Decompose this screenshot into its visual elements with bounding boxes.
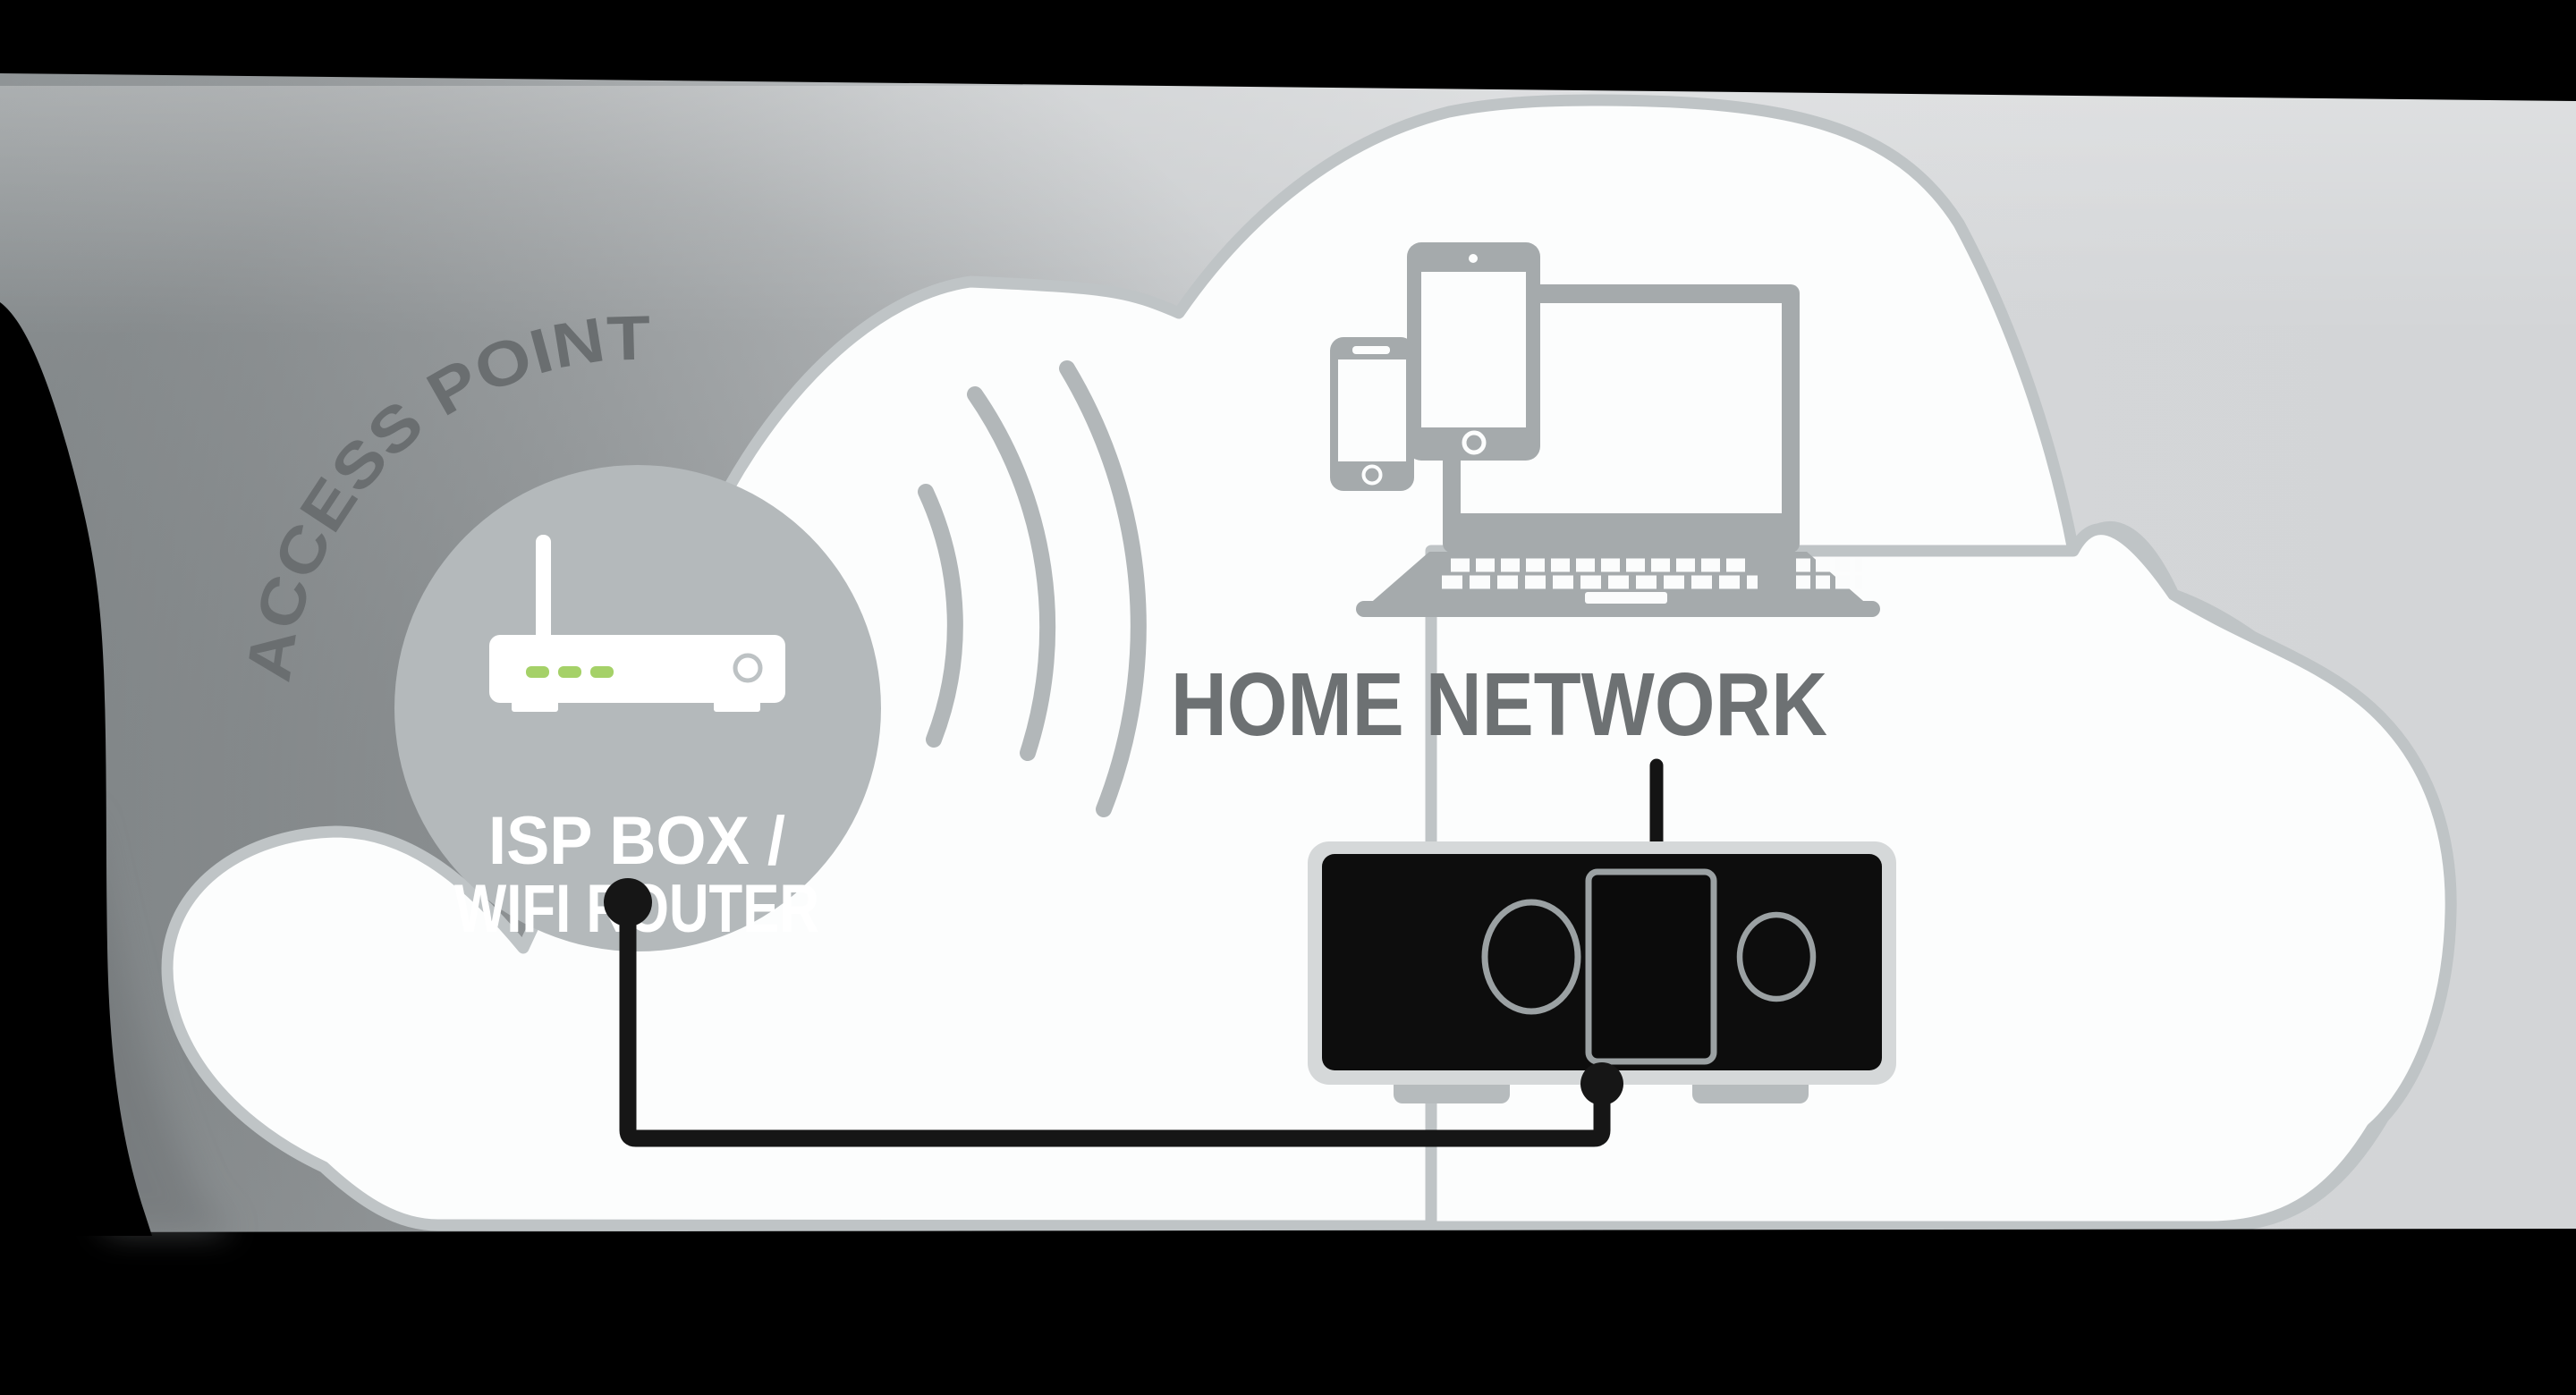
client-devices <box>1330 242 1880 617</box>
audio-receiver-icon <box>1308 758 1896 1103</box>
phone-speaker <box>1352 346 1390 354</box>
tablet-home-button <box>1462 430 1487 455</box>
access-point-circle <box>394 465 881 951</box>
router-antenna <box>536 535 551 647</box>
router-led-3 <box>590 666 614 678</box>
phone-home-button <box>1361 464 1383 486</box>
top-black-band <box>0 0 2576 101</box>
tablet-icon <box>1407 242 1540 461</box>
router-caption-line1: ISP BOX / <box>488 803 785 879</box>
laptop-base-lip <box>1356 601 1880 617</box>
receiver-display-door <box>1585 868 1717 1065</box>
router-body <box>489 635 785 703</box>
cable-path <box>619 903 1611 1147</box>
tablet-screen <box>1421 272 1526 427</box>
router-led-2 <box>558 666 581 678</box>
tablet-camera <box>1469 254 1478 263</box>
home-network-label: HOME NETWORK <box>1171 655 1827 755</box>
wifi-wave-outer <box>1059 360 1147 817</box>
router-indicator <box>733 653 763 683</box>
router-led-1 <box>526 666 549 678</box>
cable-plug-receiver <box>1580 1062 1623 1105</box>
smartphone-icon <box>1330 337 1414 491</box>
receiver-knob-left <box>1481 899 1581 1015</box>
receiver-knob-right <box>1736 911 1817 1002</box>
left-silhouette <box>0 302 152 1236</box>
phone-screen <box>1338 359 1406 461</box>
cable-plug-router <box>604 878 652 926</box>
wifi-wave-middle <box>967 386 1056 761</box>
wifi-wave-inner <box>918 484 963 748</box>
laptop-spacebar <box>1585 592 1667 604</box>
bottom-black-band <box>0 1229 2576 1395</box>
wifi-waves-icon <box>918 360 1147 817</box>
ethernet-cable-line <box>604 878 1623 1147</box>
wifi-router-icon <box>489 535 785 712</box>
